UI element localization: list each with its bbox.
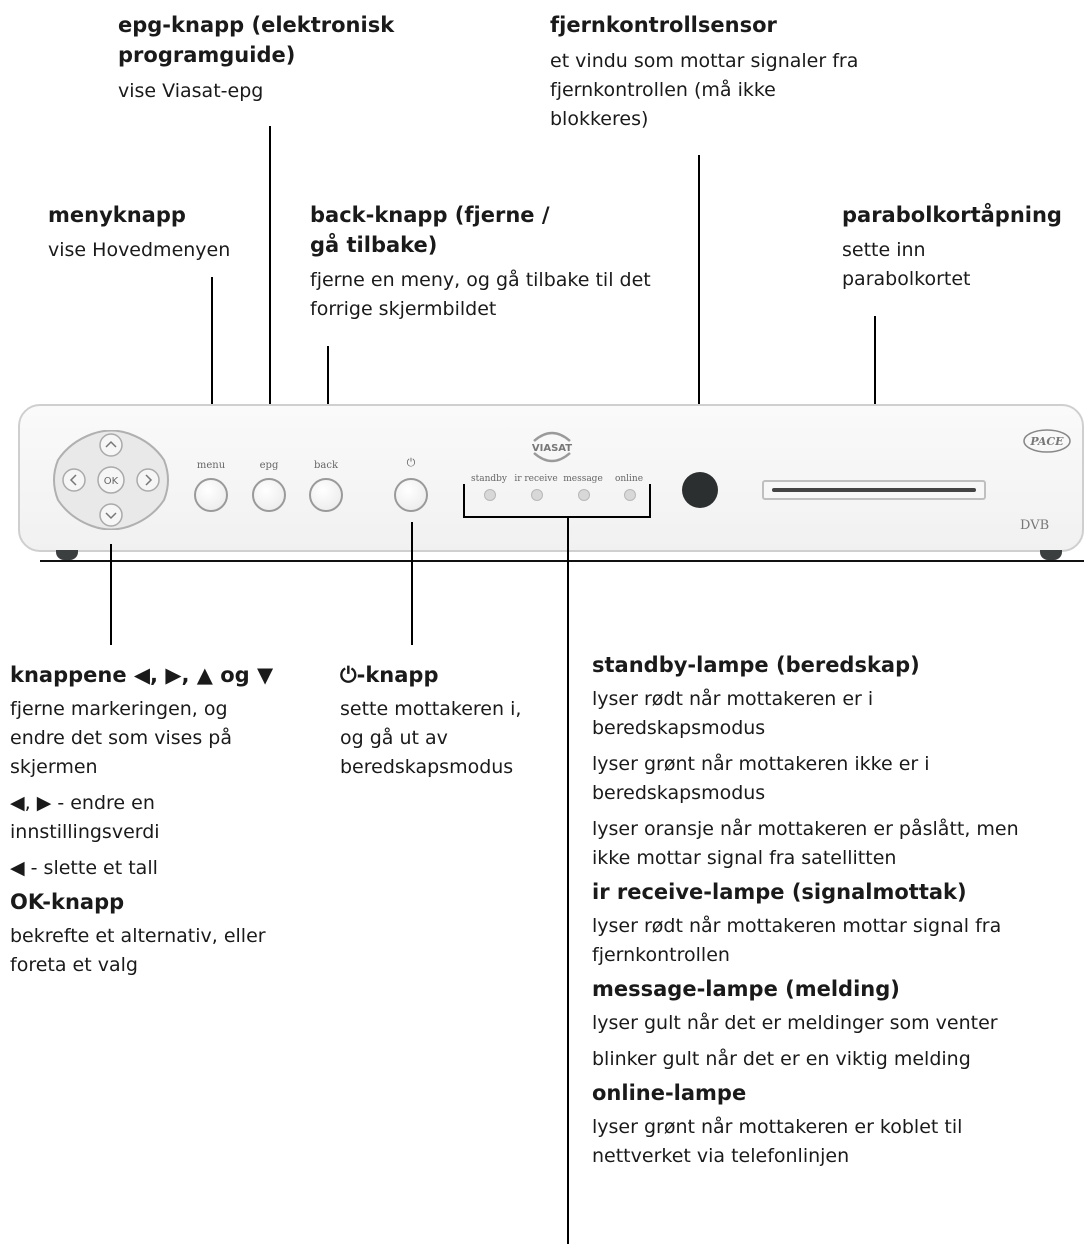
lamps-leader-line xyxy=(567,516,569,1244)
power-callout: ⏻-knapp sette mottakeren i, og gå ut av … xyxy=(340,660,560,782)
dvb-logo: DVB xyxy=(1020,518,1050,533)
epg-callout-desc: vise Viasat-epg xyxy=(118,80,264,102)
epg-button-label: epg xyxy=(259,460,279,471)
standby-lamp-desc1: lyser rødt når mottakeren er i beredskap… xyxy=(592,688,874,739)
led-standby-label: standby xyxy=(470,474,507,484)
power-leader-line xyxy=(411,522,413,645)
online-lamp-desc1: lyser grønt når mottakeren er koblet til… xyxy=(592,1116,963,1167)
message-lamp-desc2: blinker gult når det er en viktig meldin… xyxy=(592,1048,971,1070)
arrows-callout-desc3: ◀ - slette et tall xyxy=(10,857,158,879)
online-lamp-title: online-lampe xyxy=(592,1081,747,1105)
sensor-leader-line xyxy=(698,155,700,468)
back-callout-title: back-knapp (fjerne / gå tilbake) xyxy=(310,203,550,257)
card-callout: parabolkortåpning sette inn parabolkorte… xyxy=(842,200,1072,294)
arrows-callout-title: knappene ◀, ▶, ▲ og ▼ xyxy=(10,663,274,687)
arrows-callout-desc1: fjerne markeringen, og endre det som vis… xyxy=(10,698,232,778)
led-message xyxy=(578,489,590,501)
pace-logo-text: PACE xyxy=(1029,435,1064,448)
epg-button[interactable] xyxy=(252,478,286,512)
back-leader-line xyxy=(327,346,329,450)
epg-callout: epg-knapp (elektronisk programguide) vis… xyxy=(118,10,448,106)
led-online xyxy=(624,489,636,501)
menu-callout: menyknapp vise Hovedmenyen xyxy=(48,200,268,265)
led-bracket-left xyxy=(463,484,465,518)
floor-line xyxy=(40,560,1084,562)
arrows-leader-line xyxy=(110,544,112,645)
card-leader-line xyxy=(874,316,876,472)
back-button-label: back xyxy=(313,460,339,471)
sensor-callout-desc: et vindu som mottar signaler fra fjernko… xyxy=(550,50,859,130)
menu-leader-line xyxy=(211,277,213,450)
dpad[interactable]: OK xyxy=(52,430,170,530)
standby-lamp-title: standby-lampe (beredskap) xyxy=(592,653,920,677)
ok-callout-desc: bekrefte et alternativ, eller foreta et … xyxy=(10,925,266,976)
sensor-callout: fjernkontrollsensor et vindu som mottar … xyxy=(550,10,880,134)
pace-logo: PACE xyxy=(1023,429,1071,453)
ok-button-label: OK xyxy=(104,476,119,487)
standby-lamp-desc2: lyser grønt når mottakeren ikke er i ber… xyxy=(592,753,930,804)
right-foot xyxy=(1040,550,1062,560)
arrows-callout-desc2: ◀, ▶ - endre en innstillingsverdi xyxy=(10,792,160,843)
message-lamp-desc1: lyser gult når det er meldinger som vent… xyxy=(592,1012,998,1034)
led-bracket-bottom xyxy=(463,516,651,518)
menu-button[interactable] xyxy=(194,478,228,512)
epg-callout-title: epg-knapp (elektronisk programguide) xyxy=(118,13,395,67)
led-online-label: online xyxy=(614,474,644,484)
back-callout-desc: fjerne en meny, og gå tilbake til det fo… xyxy=(310,269,651,320)
left-foot xyxy=(56,550,78,560)
power-button[interactable] xyxy=(394,478,428,512)
led-ir-label: ir receive xyxy=(514,474,558,484)
led-ir-receive xyxy=(531,489,543,501)
led-bracket-right xyxy=(649,484,651,518)
left-button[interactable] xyxy=(62,468,86,492)
power-button-symbol: ⏻ xyxy=(406,456,416,469)
ir-lamp-title: ir receive-lampe (signalmottak) xyxy=(592,880,967,904)
power-callout-desc: sette mottakeren i, og gå ut av beredska… xyxy=(340,698,522,778)
ok-callout-title: OK-knapp xyxy=(10,890,125,914)
standby-lamp-desc3: lyser oransje når mottakeren er påslått,… xyxy=(592,818,1019,869)
back-button[interactable] xyxy=(309,478,343,512)
menu-button-label: menu xyxy=(196,460,226,471)
right-button[interactable] xyxy=(136,468,160,492)
power-callout-title: ⏻-knapp xyxy=(340,663,439,687)
card-callout-desc: sette inn parabolkortet xyxy=(842,239,971,290)
ok-button[interactable] xyxy=(97,466,125,494)
remote-sensor xyxy=(682,472,718,508)
viasat-logo: VIASAT xyxy=(532,431,572,463)
epg-leader-line xyxy=(269,126,271,450)
down-button[interactable] xyxy=(99,503,123,527)
menu-callout-title: menyknapp xyxy=(48,203,186,227)
ir-lamp-desc1: lyser rødt når mottakeren mottar signal … xyxy=(592,915,1002,966)
viasat-logo-text: VIASAT xyxy=(532,443,572,454)
lamps-callout: standby-lampe (beredskap) lyser rødt når… xyxy=(592,650,1062,1171)
card-slot-opening xyxy=(772,488,976,492)
menu-callout-desc: vise Hovedmenyen xyxy=(48,239,231,261)
up-button[interactable] xyxy=(99,433,123,457)
receiver-front-panel xyxy=(18,404,1084,552)
arrows-callout: knappene ◀, ▶, ▲ og ▼ fjerne markeringen… xyxy=(10,660,310,980)
led-standby xyxy=(484,489,496,501)
back-callout: back-knapp (fjerne / gå tilbake) fjerne … xyxy=(310,200,655,324)
message-lamp-title: message-lampe (melding) xyxy=(592,977,900,1001)
card-callout-title: parabolkortåpning xyxy=(842,203,1062,227)
sensor-callout-title: fjernkontrollsensor xyxy=(550,13,777,37)
led-message-label: message xyxy=(563,474,603,484)
